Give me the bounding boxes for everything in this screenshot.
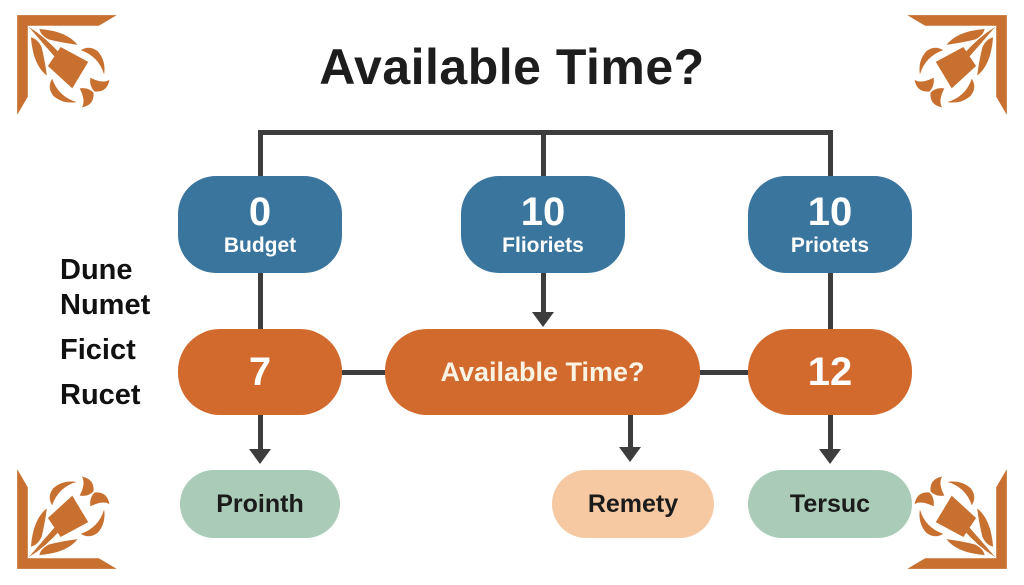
node-priotets: 10 Priotets [748, 176, 912, 273]
floral-corner-icon [904, 466, 1010, 572]
node-flioriets-label: Flioriets [502, 233, 584, 257]
node-budget: 0 Budget [178, 176, 342, 273]
connector-twelve-to-tersuc [828, 415, 833, 451]
arrowhead-available-to-remety [619, 447, 641, 462]
arrowhead-flioriets-to-available [532, 312, 554, 327]
node-priotets-value: 10 [807, 189, 853, 234]
side-label-numet: Numet [60, 289, 151, 321]
arrowhead-seven-to-prointh [249, 449, 271, 464]
node-tersuc: Tersuc [748, 470, 912, 538]
node-priotets-label: Priotets [790, 233, 870, 257]
side-label-ficict: Ficict [60, 334, 136, 366]
side-label-dune: Dune [60, 254, 133, 286]
connector-priotets-to-twelve [828, 272, 833, 330]
connector-flioriets-to-available [541, 272, 546, 314]
arrowhead-twelve-to-tersuc [819, 449, 841, 464]
node-flioriets: 10 Flioriets [461, 176, 625, 273]
node-remety-label: Remety [587, 489, 679, 518]
connector-seven-to-available [342, 370, 385, 375]
node-twelve: 12 [748, 329, 912, 415]
node-budget-value: 0 [248, 189, 272, 234]
connector-seven-to-prointh [258, 415, 263, 451]
floral-corner-icon [14, 466, 120, 572]
node-remety: Remety [552, 470, 714, 538]
node-prointh: Prointh [180, 470, 340, 538]
node-available-time-label: Available Time? [440, 356, 645, 387]
connector-topbar-to-budget [258, 130, 263, 178]
node-prointh-label: Prointh [216, 489, 304, 518]
connector-available-to-remety [628, 415, 633, 449]
node-available-time: Available Time? [385, 329, 700, 415]
connector-topbar-to-priotets [828, 130, 833, 178]
floral-corner-icon [14, 12, 120, 118]
page-title: Available Time? [319, 39, 705, 95]
floral-corner-icon [904, 12, 1010, 118]
node-flioriets-value: 10 [520, 189, 566, 234]
connector-budget-to-seven [258, 272, 263, 330]
node-seven-value: 7 [248, 349, 272, 394]
side-label-rucet: Rucet [60, 379, 141, 411]
node-seven: 7 [178, 329, 342, 415]
node-tersuc-label: Tersuc [789, 489, 871, 518]
node-twelve-value: 12 [807, 349, 853, 394]
node-budget-label: Budget [223, 233, 297, 257]
connector-available-to-twelve [700, 370, 748, 375]
connector-topbar-to-flioriets [541, 130, 546, 178]
